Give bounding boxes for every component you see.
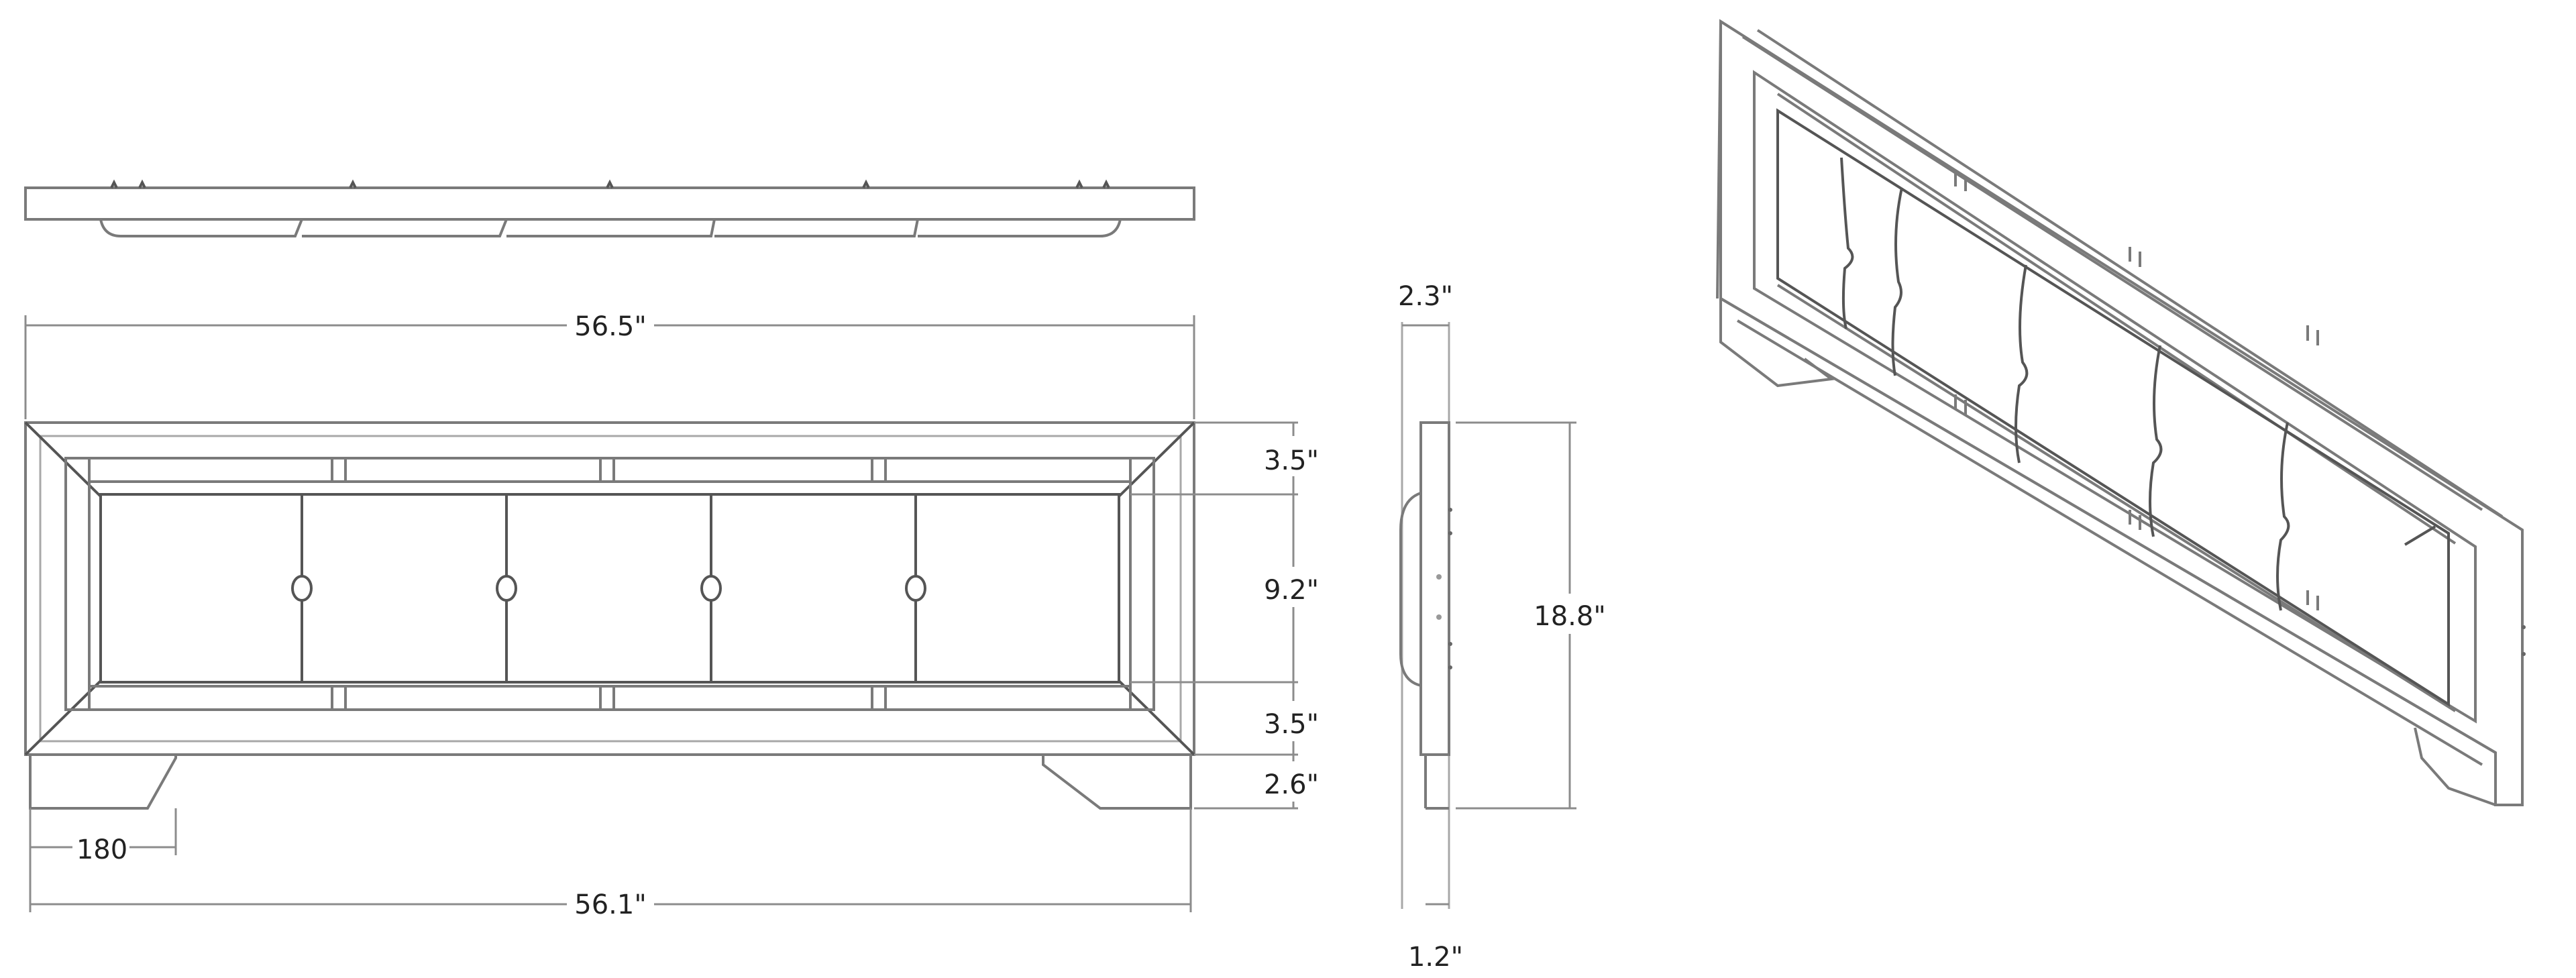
top-view [24, 179, 1195, 237]
perspective-view [1716, 19, 2526, 806]
dimension-bottom: 180 56.1" [29, 808, 1192, 920]
tuft-button-icon [291, 575, 313, 602]
dimension-overall-width-top: 56.5" [24, 309, 1195, 419]
dimension-side: 2.3" 1.2" 18.8" [1398, 281, 1613, 973]
tuft-buttons [291, 575, 926, 602]
label-depth-1-2: 1.2" [1408, 942, 1463, 973]
label-panel-9-2: 9.2" [1264, 575, 1319, 606]
label-depth-2-3: 2.3" [1398, 281, 1453, 312]
front-view [24, 421, 1195, 810]
label-leg-width-180: 180 [76, 834, 127, 865]
dimension-vertical-front: 3.5" 9.2" 3.5" 2.6" [1130, 421, 1328, 810]
label-height-18-8: 18.8" [1534, 601, 1605, 632]
tuft-button-icon [496, 575, 517, 602]
label-leg-2-6: 2.6" [1264, 769, 1319, 800]
label-top-rail-3-5: 3.5" [1264, 445, 1319, 476]
label-56-1: 56.1" [574, 889, 646, 920]
label-bottom-rail-3-5: 3.5" [1264, 709, 1319, 740]
tuft-seams [301, 494, 917, 682]
side-view [1399, 322, 1452, 909]
label-56-5: 56.5" [574, 311, 646, 342]
tuft-button-icon [700, 575, 722, 602]
tuft-button-icon [905, 575, 926, 602]
